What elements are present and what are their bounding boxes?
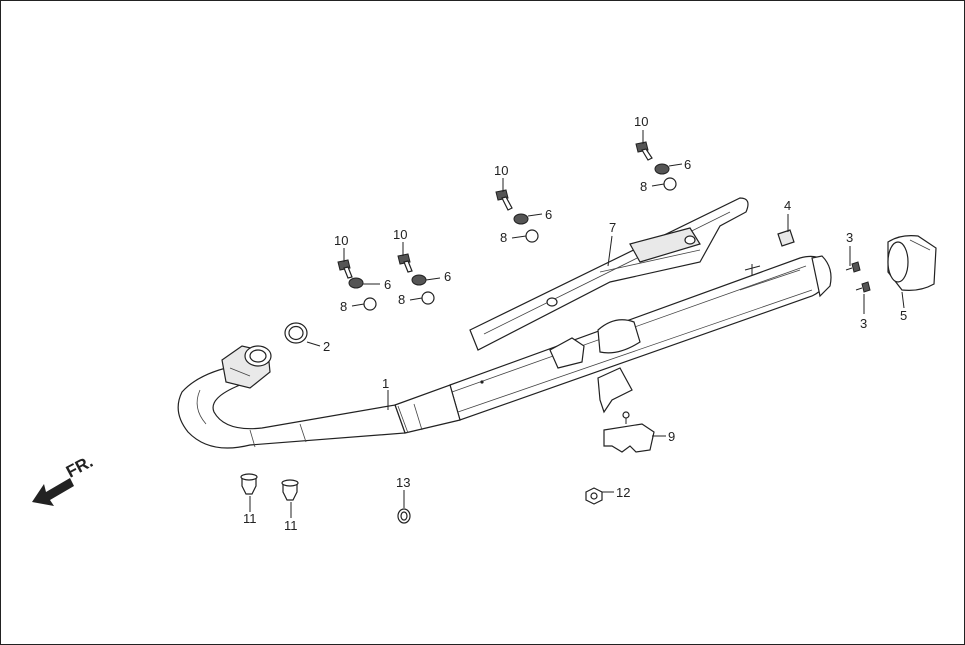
callout-6-a: 6 — [384, 277, 391, 292]
callout-9: 9 — [668, 429, 675, 444]
callout-8-b: 8 — [398, 292, 405, 307]
callout-labels: 1 2 3 3 4 5 6 6 6 6 7 8 8 8 8 9 10 10 10… — [243, 114, 907, 533]
part-12-nut — [585, 487, 603, 505]
fasteners-group-c — [495, 189, 539, 243]
callout-10-a: 10 — [334, 233, 348, 248]
callout-3-bottom: 3 — [860, 316, 867, 331]
callout-1: 1 — [382, 376, 389, 391]
front-direction-label: FR. — [63, 452, 96, 482]
part-13-washer — [397, 508, 411, 524]
callout-11-a: 11 — [243, 511, 257, 526]
leader-lines — [249, 130, 905, 518]
fasteners-group-d — [635, 141, 677, 191]
part-5-end-cover — [887, 235, 937, 291]
part-2-gasket — [284, 322, 308, 344]
callout-2: 2 — [323, 339, 330, 354]
callout-8-c: 8 — [500, 230, 507, 245]
callout-12: 12 — [616, 485, 630, 500]
callout-10-d: 10 — [634, 114, 648, 129]
callout-4: 4 — [784, 198, 791, 213]
part-11-nuts — [240, 473, 299, 501]
part-1-muffler-assembly — [177, 255, 832, 449]
callout-11-b: 11 — [284, 518, 298, 533]
part-9-rubber-mount — [603, 411, 655, 453]
callout-3-top: 3 — [846, 230, 853, 245]
callout-6-c: 6 — [545, 207, 552, 222]
callout-10-c: 10 — [494, 163, 508, 178]
callout-10-b: 10 — [393, 227, 407, 242]
part-4-clip — [777, 229, 795, 247]
callout-6-d: 6 — [684, 157, 691, 172]
callout-5: 5 — [900, 308, 907, 323]
front-direction-arrow — [32, 478, 74, 506]
callout-8-d: 8 — [640, 179, 647, 194]
callout-6-b: 6 — [444, 269, 451, 284]
part-3-screws — [845, 261, 871, 293]
callout-13: 13 — [396, 475, 410, 490]
part-7-heat-shield — [469, 197, 749, 351]
fasteners-group-b — [397, 253, 435, 305]
callout-8-a: 8 — [340, 299, 347, 314]
callout-7: 7 — [609, 220, 616, 235]
